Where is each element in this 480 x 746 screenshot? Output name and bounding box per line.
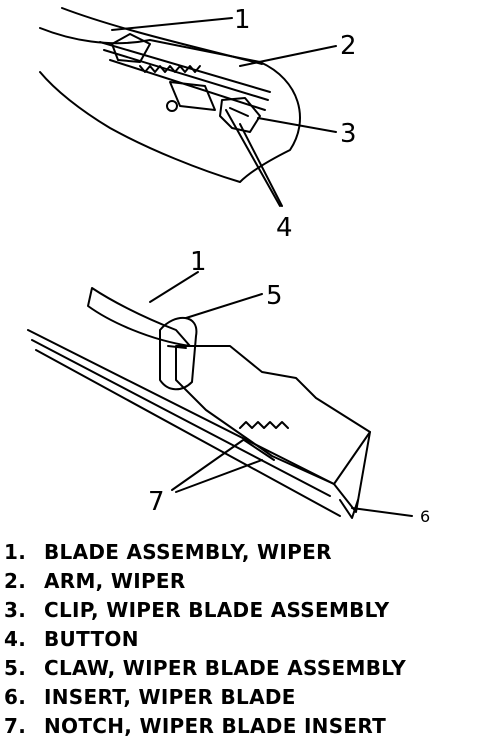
arm-hole bbox=[166, 100, 178, 112]
leader-top-1 bbox=[111, 17, 233, 31]
leader-bottom-1 bbox=[149, 271, 199, 303]
leader-top-3 bbox=[257, 117, 337, 133]
parts-legend: 1.BLADE ASSEMBLY, WIPER 2.ARM, WIPER 3.C… bbox=[4, 538, 478, 741]
leader-bottom-6 bbox=[351, 507, 413, 517]
legend-item: 7.NOTCH, WIPER BLADE INSERT bbox=[4, 714, 387, 738]
legend-item: 2.ARM, WIPER bbox=[4, 569, 186, 593]
leader-bottom-7a bbox=[171, 437, 247, 491]
leader-bottom-7b bbox=[175, 459, 263, 493]
insert-front-face bbox=[333, 431, 371, 513]
wiper-arm-outline bbox=[39, 27, 301, 183]
insert-rail bbox=[27, 329, 335, 485]
clip-box bbox=[111, 33, 151, 63]
blade-teeth bbox=[139, 65, 201, 73]
callout-top-1: 1 bbox=[234, 5, 251, 35]
callout-top-2: 2 bbox=[340, 31, 357, 61]
leader-top-4b bbox=[239, 123, 283, 207]
bottom-illustration bbox=[27, 271, 413, 519]
legend-item: 6.INSERT, WIPER BLADE bbox=[4, 685, 296, 709]
legend-item: 5.CLAW, WIPER BLADE ASSEMBLY bbox=[4, 656, 406, 680]
wiper-diagram: 1 2 3 4 1 5 7 6 bbox=[27, 5, 430, 526]
leader-top-4a bbox=[225, 109, 281, 207]
insert-notch-teeth bbox=[239, 421, 289, 429]
leader-top-2 bbox=[239, 45, 337, 67]
callout-bottom-7: 7 bbox=[148, 487, 165, 517]
claw-loop bbox=[159, 316, 198, 391]
legend-item: 3.CLIP, WIPER BLADE ASSEMBLY bbox=[4, 598, 390, 622]
legend-item: 1.BLADE ASSEMBLY, WIPER bbox=[4, 540, 332, 564]
callout-top-3: 3 bbox=[340, 119, 357, 149]
callout-bottom-6: 6 bbox=[420, 507, 430, 526]
wiper-arm-top-edge bbox=[61, 7, 263, 65]
callout-bottom-5: 5 bbox=[266, 281, 283, 311]
insert-top-face bbox=[175, 345, 371, 485]
insert-tip bbox=[339, 499, 359, 519]
leader-bottom-5 bbox=[185, 293, 263, 319]
top-illustration bbox=[39, 7, 337, 207]
button-outline bbox=[219, 97, 261, 133]
callout-top-4: 4 bbox=[276, 213, 293, 243]
blade-rail bbox=[99, 41, 271, 93]
callout-bottom-1: 1 bbox=[190, 247, 207, 277]
blade-frame-strap bbox=[87, 287, 191, 347]
legend-item: 4.BUTTON bbox=[4, 627, 139, 651]
